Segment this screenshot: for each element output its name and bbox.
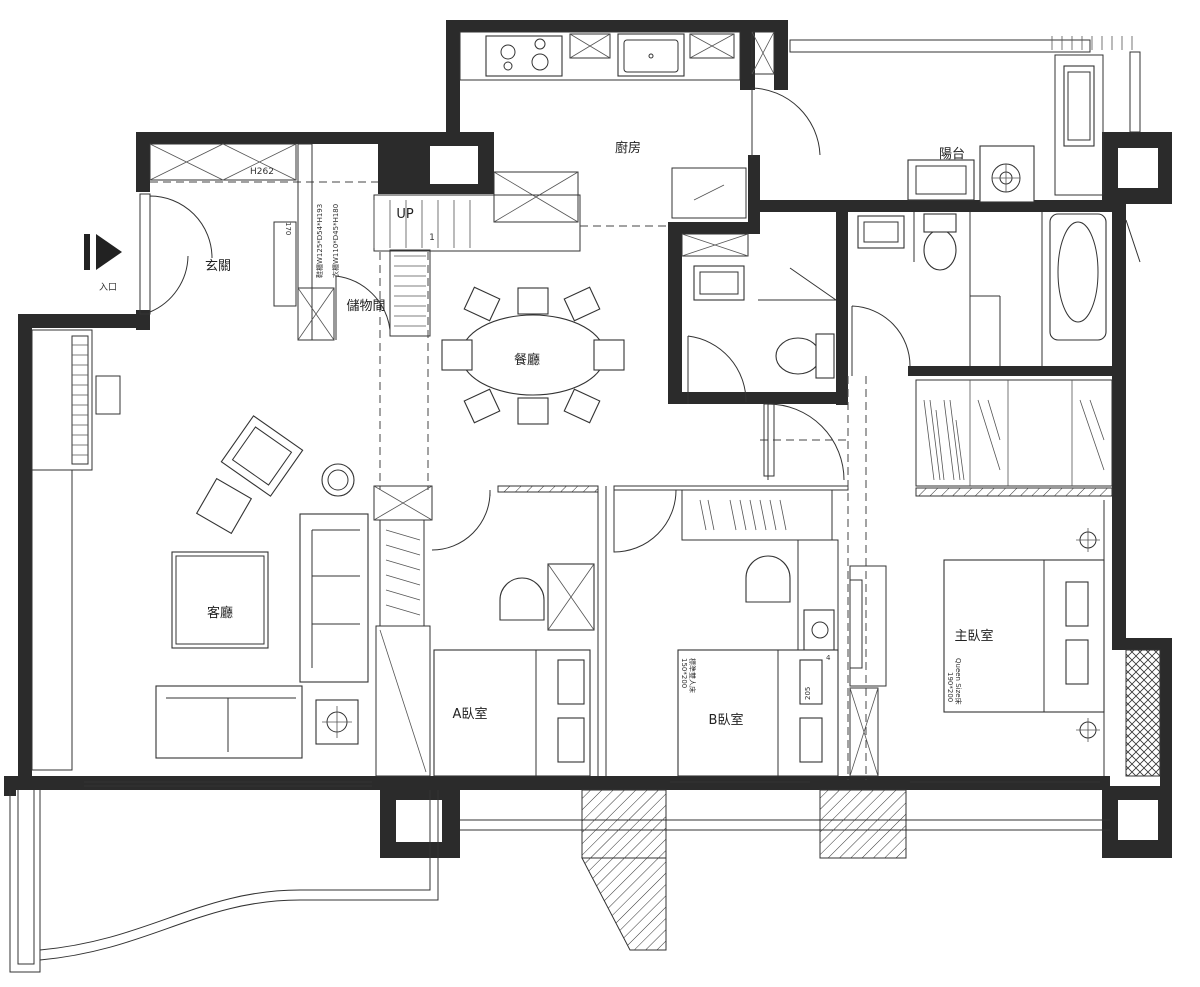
utility-sink [907,159,975,201]
kitchen-counter [459,31,775,81]
dining-table [441,286,625,425]
bed-a [433,649,591,777]
entrance-door [149,195,213,313]
kitchen-island [493,171,579,223]
height-label: H262 [250,167,274,177]
bed-b-type: 標準雙人床 [688,658,697,693]
chair-b [745,555,791,603]
entry-marker [84,234,90,270]
room-labels: 廚房 陽台 玄關 儲物間 餐廳 客廳 A臥室 B臥室 主臥室 [205,140,994,728]
master-bed-type: Queen Size床 [954,658,963,705]
label-bedroom-a: A臥室 [453,706,488,722]
toilet-2 [923,213,957,271]
label-living: 客廳 [207,605,233,621]
armchair [220,415,304,497]
entry-label: 入口 [99,282,117,293]
stairs-up-label: UP [396,207,414,222]
side-table [321,463,355,497]
wardrobe-b [681,489,833,541]
dim-170: 170 [284,222,292,235]
cabinet-2-label: 衣櫃W110*D45*H180 [331,204,340,278]
walls [4,20,1172,858]
entry-arrow-icon [96,234,122,270]
master-wardrobe [915,379,1113,487]
bathroom-sink-2 [857,215,905,249]
chair-a [499,577,545,621]
piano [31,329,93,471]
bed-b-size: 150*200 [680,658,688,688]
washer [1063,65,1095,147]
washing-machine [979,145,1035,203]
stairs-number: 1 [429,233,435,243]
label-storage: 儲物間 [346,299,385,314]
sofa [155,513,369,759]
master-bed-size: 190*200 [946,672,954,702]
annotations: 入口 UP 1 H262 鞋櫃W125*D54*H193 衣櫃W110*D45*… [99,167,963,705]
label-master: 主臥室 [954,628,993,644]
kitchen-door [751,87,821,156]
shoe-cabinet [149,143,297,181]
cabinet-1-label: 鞋櫃W125*D54*H193 [315,204,324,278]
toilet-1 [775,333,835,379]
label-entrance: 玄關 [205,259,231,274]
label-balcony: 陽台 [939,147,965,162]
dim-205: 205 [804,687,812,700]
fridge [671,167,747,219]
dim-4: 4 [826,654,831,662]
label-bedroom-b: B臥室 [709,712,744,728]
label-kitchen: 廚房 [615,140,641,156]
coffee-table [171,551,269,649]
master-bed [943,559,1105,713]
bathtub [1049,213,1107,341]
bed-b [677,649,839,777]
bathroom-sink-1 [693,265,745,301]
label-dining: 餐廳 [514,352,540,368]
